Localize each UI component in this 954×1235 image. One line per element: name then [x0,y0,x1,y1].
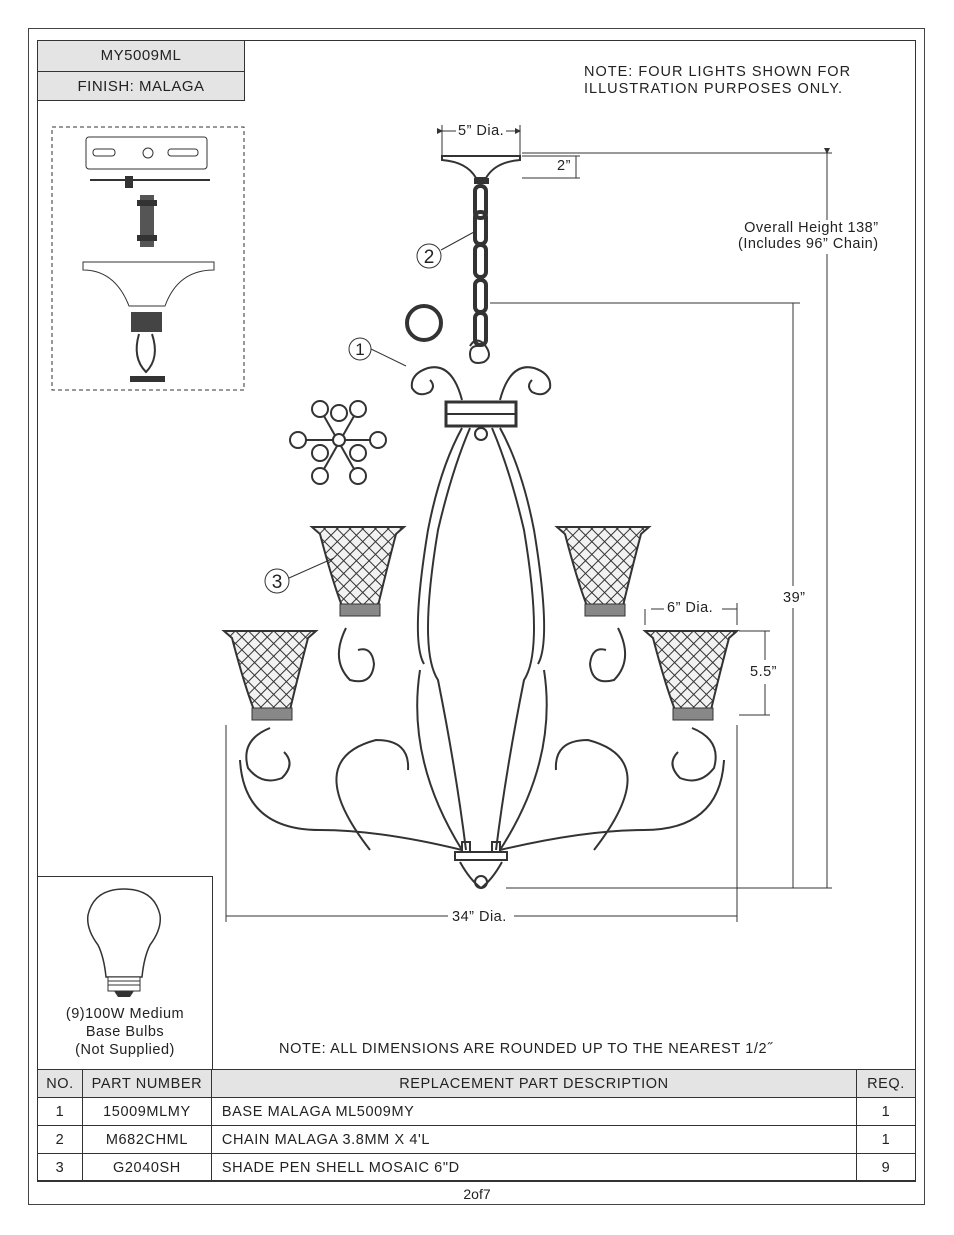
table-row: 1 15009MLMY BASE MALAGA ML5009MY 1 [37,1097,916,1126]
shade-height-label: 5.5” [750,664,777,680]
shade-left-upper [309,526,407,617]
row-no: 2 [37,1125,83,1154]
row-no: 1 [37,1097,83,1126]
parts-table-header: NO. PART NUMBER REPLACEMENT PART DESCRIP… [37,1069,916,1098]
illustration-note-line2: ILLUSTRATION PURPOSES ONLY. [584,81,844,97]
callout-1: 1 [348,337,407,367]
header-req: REQ. [856,1069,916,1098]
page-number: 2of7 [463,1186,491,1202]
shade-right-upper [554,526,652,617]
row-part-number: G2040SH [81,1153,212,1182]
callout-3-label: 3 [272,572,283,593]
table-row: 3 G2040SH SHADE PEN SHELL MOSAIC 6"D 9 [37,1153,916,1182]
shade-diameter-label: 6” Dia. [667,600,714,616]
shade-left-lower [221,630,319,721]
row-req: 1 [856,1097,916,1126]
canopy-diameter-label: 5” Dia. [458,123,505,139]
overall-height-label: Overall Height 138” (Includes 96” Chain) [738,220,879,252]
chandelier-body [239,339,725,890]
shade-right-lower [642,630,740,721]
table-row: 2 M682CHML CHAIN MALAGA 3.8MM X 4'L 1 [37,1125,916,1154]
bulb-line1: (9)100W Medium [65,1006,185,1022]
bobeche-star-part [289,400,387,485]
bulb-line3: (Not Supplied) [75,1042,175,1058]
fixture-height-label: 39” [783,590,806,606]
mounting-hardware-detail [51,126,245,391]
fixture-diameter-label: 34” Dia. [452,909,507,925]
header-description: REPLACEMENT PART DESCRIPTION [210,1069,858,1098]
row-description: SHADE PEN SHELL MOSAIC 6"D [210,1153,858,1182]
bulb-text: (9)100W Medium Base Bulbs (Not Supplied) [38,1005,212,1059]
finish-label: FINISH: MALAGA [77,78,205,95]
row-req: 1 [856,1125,916,1154]
light-bulb-icon [86,888,162,997]
illustration-note: NOTE: FOUR LIGHTS SHOWN FOR ILLUSTRATION… [584,64,851,98]
callout-2-label: 2 [424,247,435,268]
callout-3: 3 [264,557,335,594]
page-frame [28,28,925,1205]
model-number: MY5009ML [38,41,244,72]
canopy-height-label: 2” [557,158,571,174]
callout-2: 2 [416,231,475,269]
dimensions-note: NOTE: ALL DIMENSIONS ARE ROUNDED UP TO T… [279,1041,773,1057]
overall-height-line1: Overall Height 138” [744,220,879,236]
row-no: 3 [37,1153,83,1182]
dimension-lines [225,125,832,922]
callout-1-label: 1 [355,340,364,359]
row-description: CHAIN MALAGA 3.8MM X 4'L [210,1125,858,1154]
row-description: BASE MALAGA ML5009MY [210,1097,858,1126]
canopy [441,155,521,184]
row-part-number: 15009MLMY [81,1097,212,1126]
bulb-line2: Base Bulbs [85,1024,165,1040]
loop-ring-part [405,304,443,342]
illustration-note-line1: NOTE: FOUR LIGHTS SHOWN FOR [584,64,852,80]
row-req: 9 [856,1153,916,1182]
chain [473,184,488,347]
overall-height-line2: (Includes 96” Chain) [738,236,879,252]
model-info-box: MY5009ML FINISH: MALAGA [37,40,245,101]
bulb-info-box: (9)100W Medium Base Bulbs (Not Supplied) [37,876,213,1070]
header-part-number: PART NUMBER [81,1069,212,1098]
row-part-number: M682CHML [81,1125,212,1154]
header-no: NO. [37,1069,83,1098]
parts-table: NO. PART NUMBER REPLACEMENT PART DESCRIP… [37,1069,916,1182]
